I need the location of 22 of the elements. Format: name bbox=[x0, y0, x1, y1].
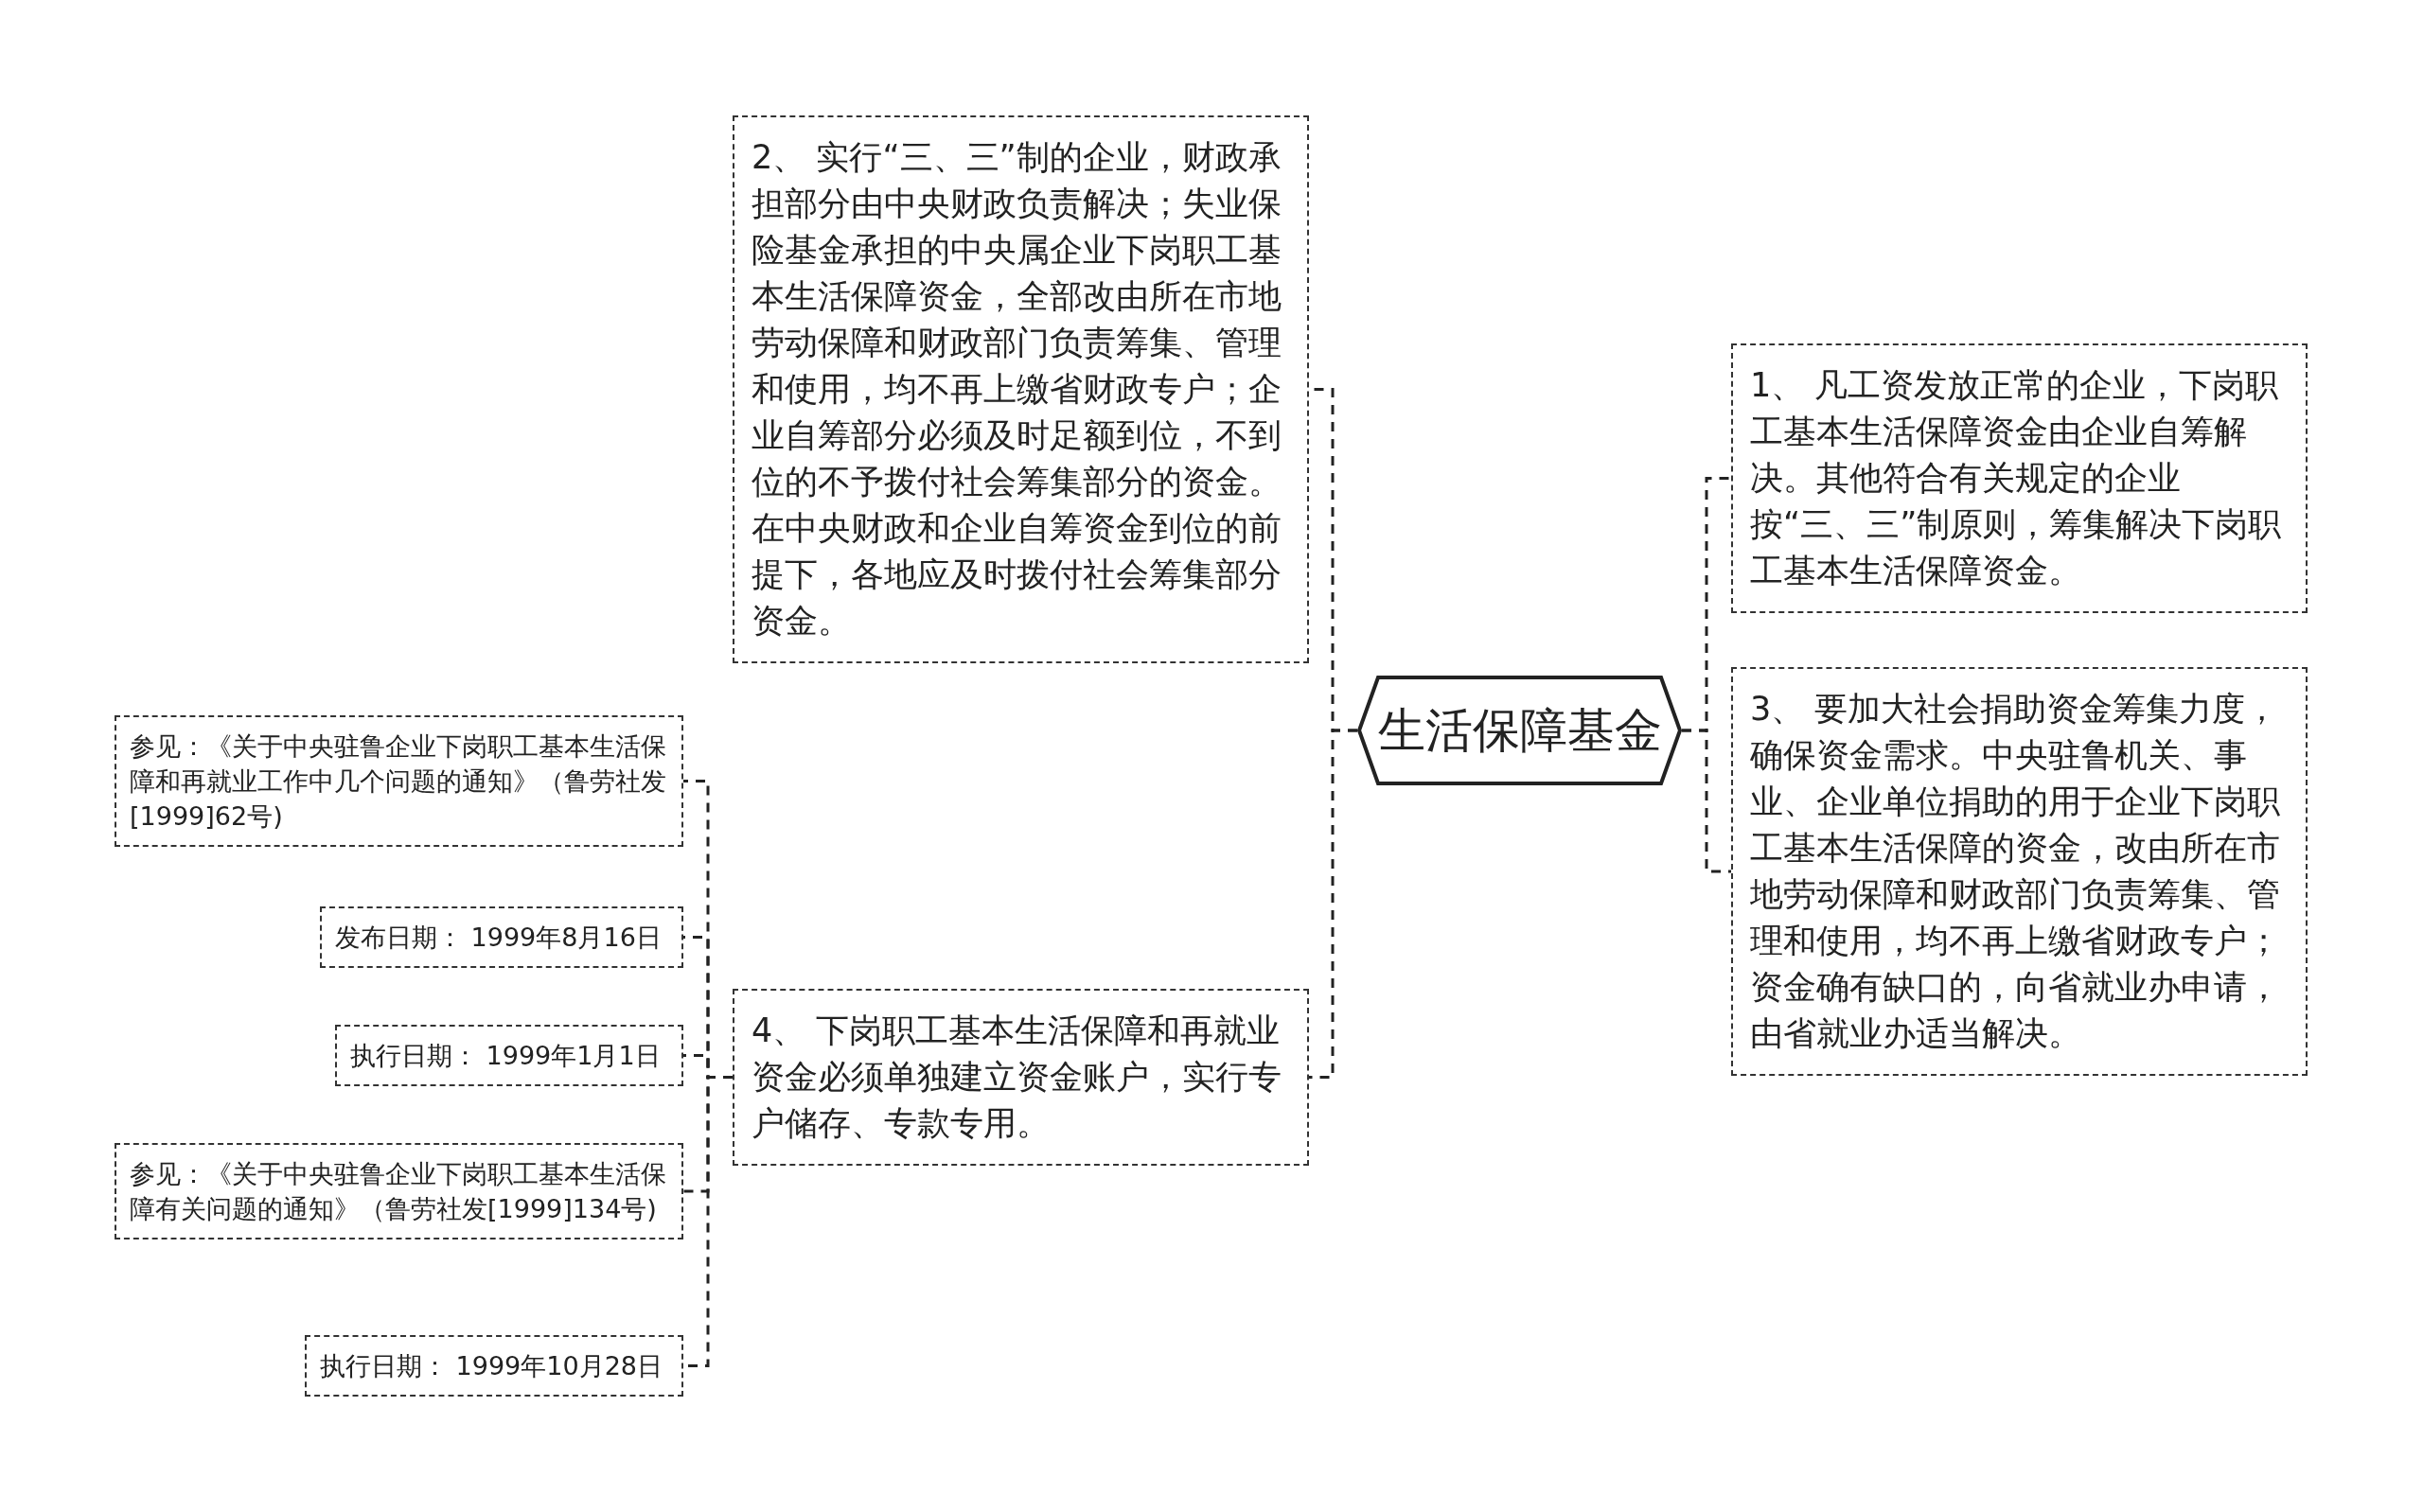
topic-hexagon bbox=[1357, 676, 1682, 785]
node-text: 发布日期： 1999年8月16日 bbox=[335, 922, 663, 954]
node-text: 1、 凡工资发放正常的企业，下岗职工基本生活保障资金由企业自筹解决。其他符合有关规定的企业按“三、三”制原则，筹集解决下岗职工基本生活保障资金。 bbox=[1750, 365, 2283, 591]
node-text: 3、 要加大社会捐助资金筹集力度，确保资金需求。中央驻鲁机关、事业、企业单位捐助的用于企业下岗职工基本生活保障的资金，改由所在市地劳动保障和财政部门负责筹集、管理和使用，均不再上缴省财政专户；资金确有缺口的，向省就业办申请，由省就业办适当解决。 bbox=[1750, 689, 2281, 1054]
text-box bbox=[305, 1335, 683, 1397]
text-box bbox=[115, 1143, 683, 1239]
node-text: 4、 下岗职工基本生活保障和再就业资金必须单独建立资金账户，实行专户储存、专款专用。 bbox=[752, 1011, 1282, 1144]
node-text: 执行日期： 1999年1月1日 bbox=[350, 1040, 662, 1072]
connector-line bbox=[1682, 729, 1731, 873]
node-text: 参见：《关于中央驻鲁企业下岗职工基本生活保障有关问题的通知》（鲁劳社发[1999]134号) bbox=[130, 1158, 667, 1225]
text-box bbox=[1731, 667, 2308, 1076]
text-box bbox=[320, 906, 683, 968]
node-text: 生活保障基金 bbox=[1377, 701, 1662, 760]
text-box bbox=[115, 715, 683, 847]
text-box bbox=[733, 989, 1309, 1166]
node-text: 参见：《关于中央驻鲁企业下岗职工基本生活保障和再就业工作中几个问题的通知》（鲁劳社发[1999]62号) bbox=[130, 730, 667, 833]
node-text: 执行日期： 1999年10月28日 bbox=[320, 1350, 663, 1382]
text-box bbox=[1731, 343, 2308, 613]
node-text: 2、 实行“三、三”制的企业，财政承担部分由中央财政负责解决；失业保险基金承担的中央属企业下岗职工基本生活保障资金，全部改由所在市地劳动保障和财政部门负责筹集、管理和使用，均不再上缴省财政专户；企业自筹部分必须及时足额到位，不到位的不予拨付社会筹集部分的资金。在中央财政和企业自筹资金到位的前提下，各地应及时拨付社会筹集部分资金。 bbox=[752, 137, 1282, 642]
text-box bbox=[335, 1025, 683, 1086]
text-box bbox=[733, 115, 1309, 663]
connector-line bbox=[1309, 729, 1357, 1079]
